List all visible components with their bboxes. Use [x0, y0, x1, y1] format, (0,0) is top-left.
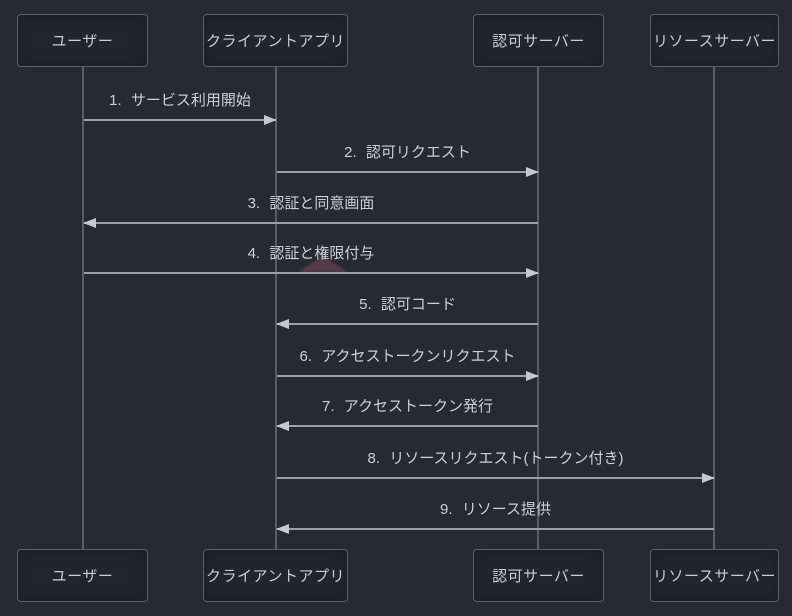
message-9: 9. リソース提供 — [276, 498, 714, 534]
message-4: 4. 認証と権限付与 — [84, 242, 539, 278]
message-line — [277, 528, 714, 530]
actor-top-auth-server: 認可サーバー — [473, 14, 604, 67]
lifeline-client-app — [275, 67, 277, 549]
actor-label: リソースサーバー — [652, 33, 777, 50]
arrowhead-left-icon — [276, 524, 289, 534]
message-2: 2. 認可リクエスト — [277, 141, 539, 177]
message-5: 5. 認可コード — [276, 293, 538, 329]
message-label: 3. 認証と同意画面 — [247, 195, 375, 212]
message-line — [84, 222, 538, 224]
message-7: 7. アクセストークン発行 — [276, 395, 538, 431]
arrowhead-left-icon — [276, 319, 289, 329]
arrowhead-left-icon — [83, 218, 96, 228]
actor-label: 認可サーバー — [492, 33, 585, 50]
actor-top-client-app: クライアントアプリ — [203, 14, 348, 67]
actor-bottom-auth-server: 認可サーバー — [473, 549, 604, 602]
message-label: 8. リソースリクエスト(トークン付き) — [367, 450, 624, 467]
message-line — [277, 477, 714, 479]
arrowhead-right-icon — [702, 473, 715, 483]
message-6: 6. アクセストークンリクエスト — [277, 345, 539, 381]
actor-top-resource-server: リソースサーバー — [650, 14, 779, 67]
message-label: 9. リソース提供 — [440, 501, 551, 518]
lifeline-user — [82, 67, 84, 549]
message-line — [277, 171, 538, 173]
message-label: 5. 認可コード — [359, 296, 456, 313]
lifeline-resource-server — [713, 67, 715, 549]
message-line — [277, 323, 538, 325]
arrowhead-right-icon — [526, 167, 539, 177]
actor-label: 認可サーバー — [492, 568, 585, 585]
artifact-triangle — [298, 256, 348, 272]
actor-top-user: ユーザー — [17, 14, 148, 67]
message-label: 7. アクセストークン発行 — [322, 398, 493, 415]
actor-label: ユーザー — [51, 33, 114, 50]
message-label: 4. 認証と権限付与 — [247, 245, 375, 262]
actor-label: リソースサーバー — [652, 568, 777, 585]
message-line — [277, 425, 538, 427]
actor-bottom-resource-server: リソースサーバー — [650, 549, 779, 602]
message-1: 1. サービス利用開始 — [84, 89, 277, 125]
message-line — [84, 119, 276, 121]
message-label: 2. 認可リクエスト — [344, 144, 471, 161]
actor-bottom-user: ユーザー — [17, 549, 148, 602]
message-label: 6. アクセストークンリクエスト — [299, 348, 516, 365]
arrowhead-right-icon — [264, 115, 277, 125]
message-8: 8. リソースリクエスト(トークン付き) — [277, 447, 715, 483]
message-label: 1. サービス利用開始 — [109, 92, 251, 109]
actor-label: ユーザー — [51, 568, 114, 585]
actor-label: クライアントアプリ — [206, 33, 345, 50]
message-line — [84, 272, 538, 274]
arrowhead-right-icon — [526, 371, 539, 381]
actor-bottom-client-app: クライアントアプリ — [203, 549, 348, 602]
message-line — [277, 375, 538, 377]
lifeline-auth-server — [537, 67, 539, 549]
message-3: 3. 認証と同意画面 — [83, 192, 538, 228]
actor-label: クライアントアプリ — [206, 568, 345, 585]
arrowhead-right-icon — [526, 268, 539, 278]
arrowhead-left-icon — [276, 421, 289, 431]
